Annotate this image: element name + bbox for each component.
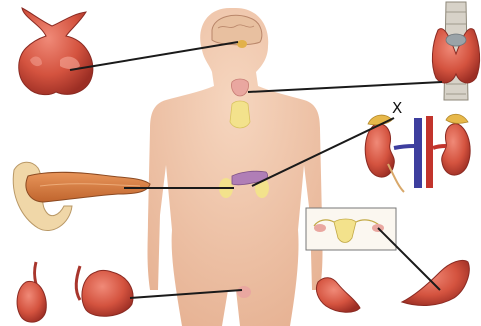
thyroid-gland-illustration: [432, 2, 479, 100]
human-body-silhouette: [148, 8, 323, 326]
ovaries-illustration: [306, 208, 469, 312]
testes-icon: [17, 281, 46, 322]
kidney-adrenal-illustration: [365, 114, 470, 192]
testes-illustration: [17, 262, 133, 322]
x-marker-label: X: [392, 99, 402, 117]
brain-shape: [212, 15, 262, 44]
pituitary-in-body: [237, 40, 247, 48]
ovaries-icon: [316, 278, 360, 313]
pituitary-gland-illustration: [19, 8, 93, 95]
thyroid-in-body: [231, 79, 248, 96]
pituitary-gland-icon: [19, 8, 93, 95]
line-thyroid: [248, 82, 442, 92]
pancreas-illustration: [13, 162, 150, 230]
line-ovaries: [378, 228, 440, 290]
testes-in-body: [237, 286, 251, 298]
